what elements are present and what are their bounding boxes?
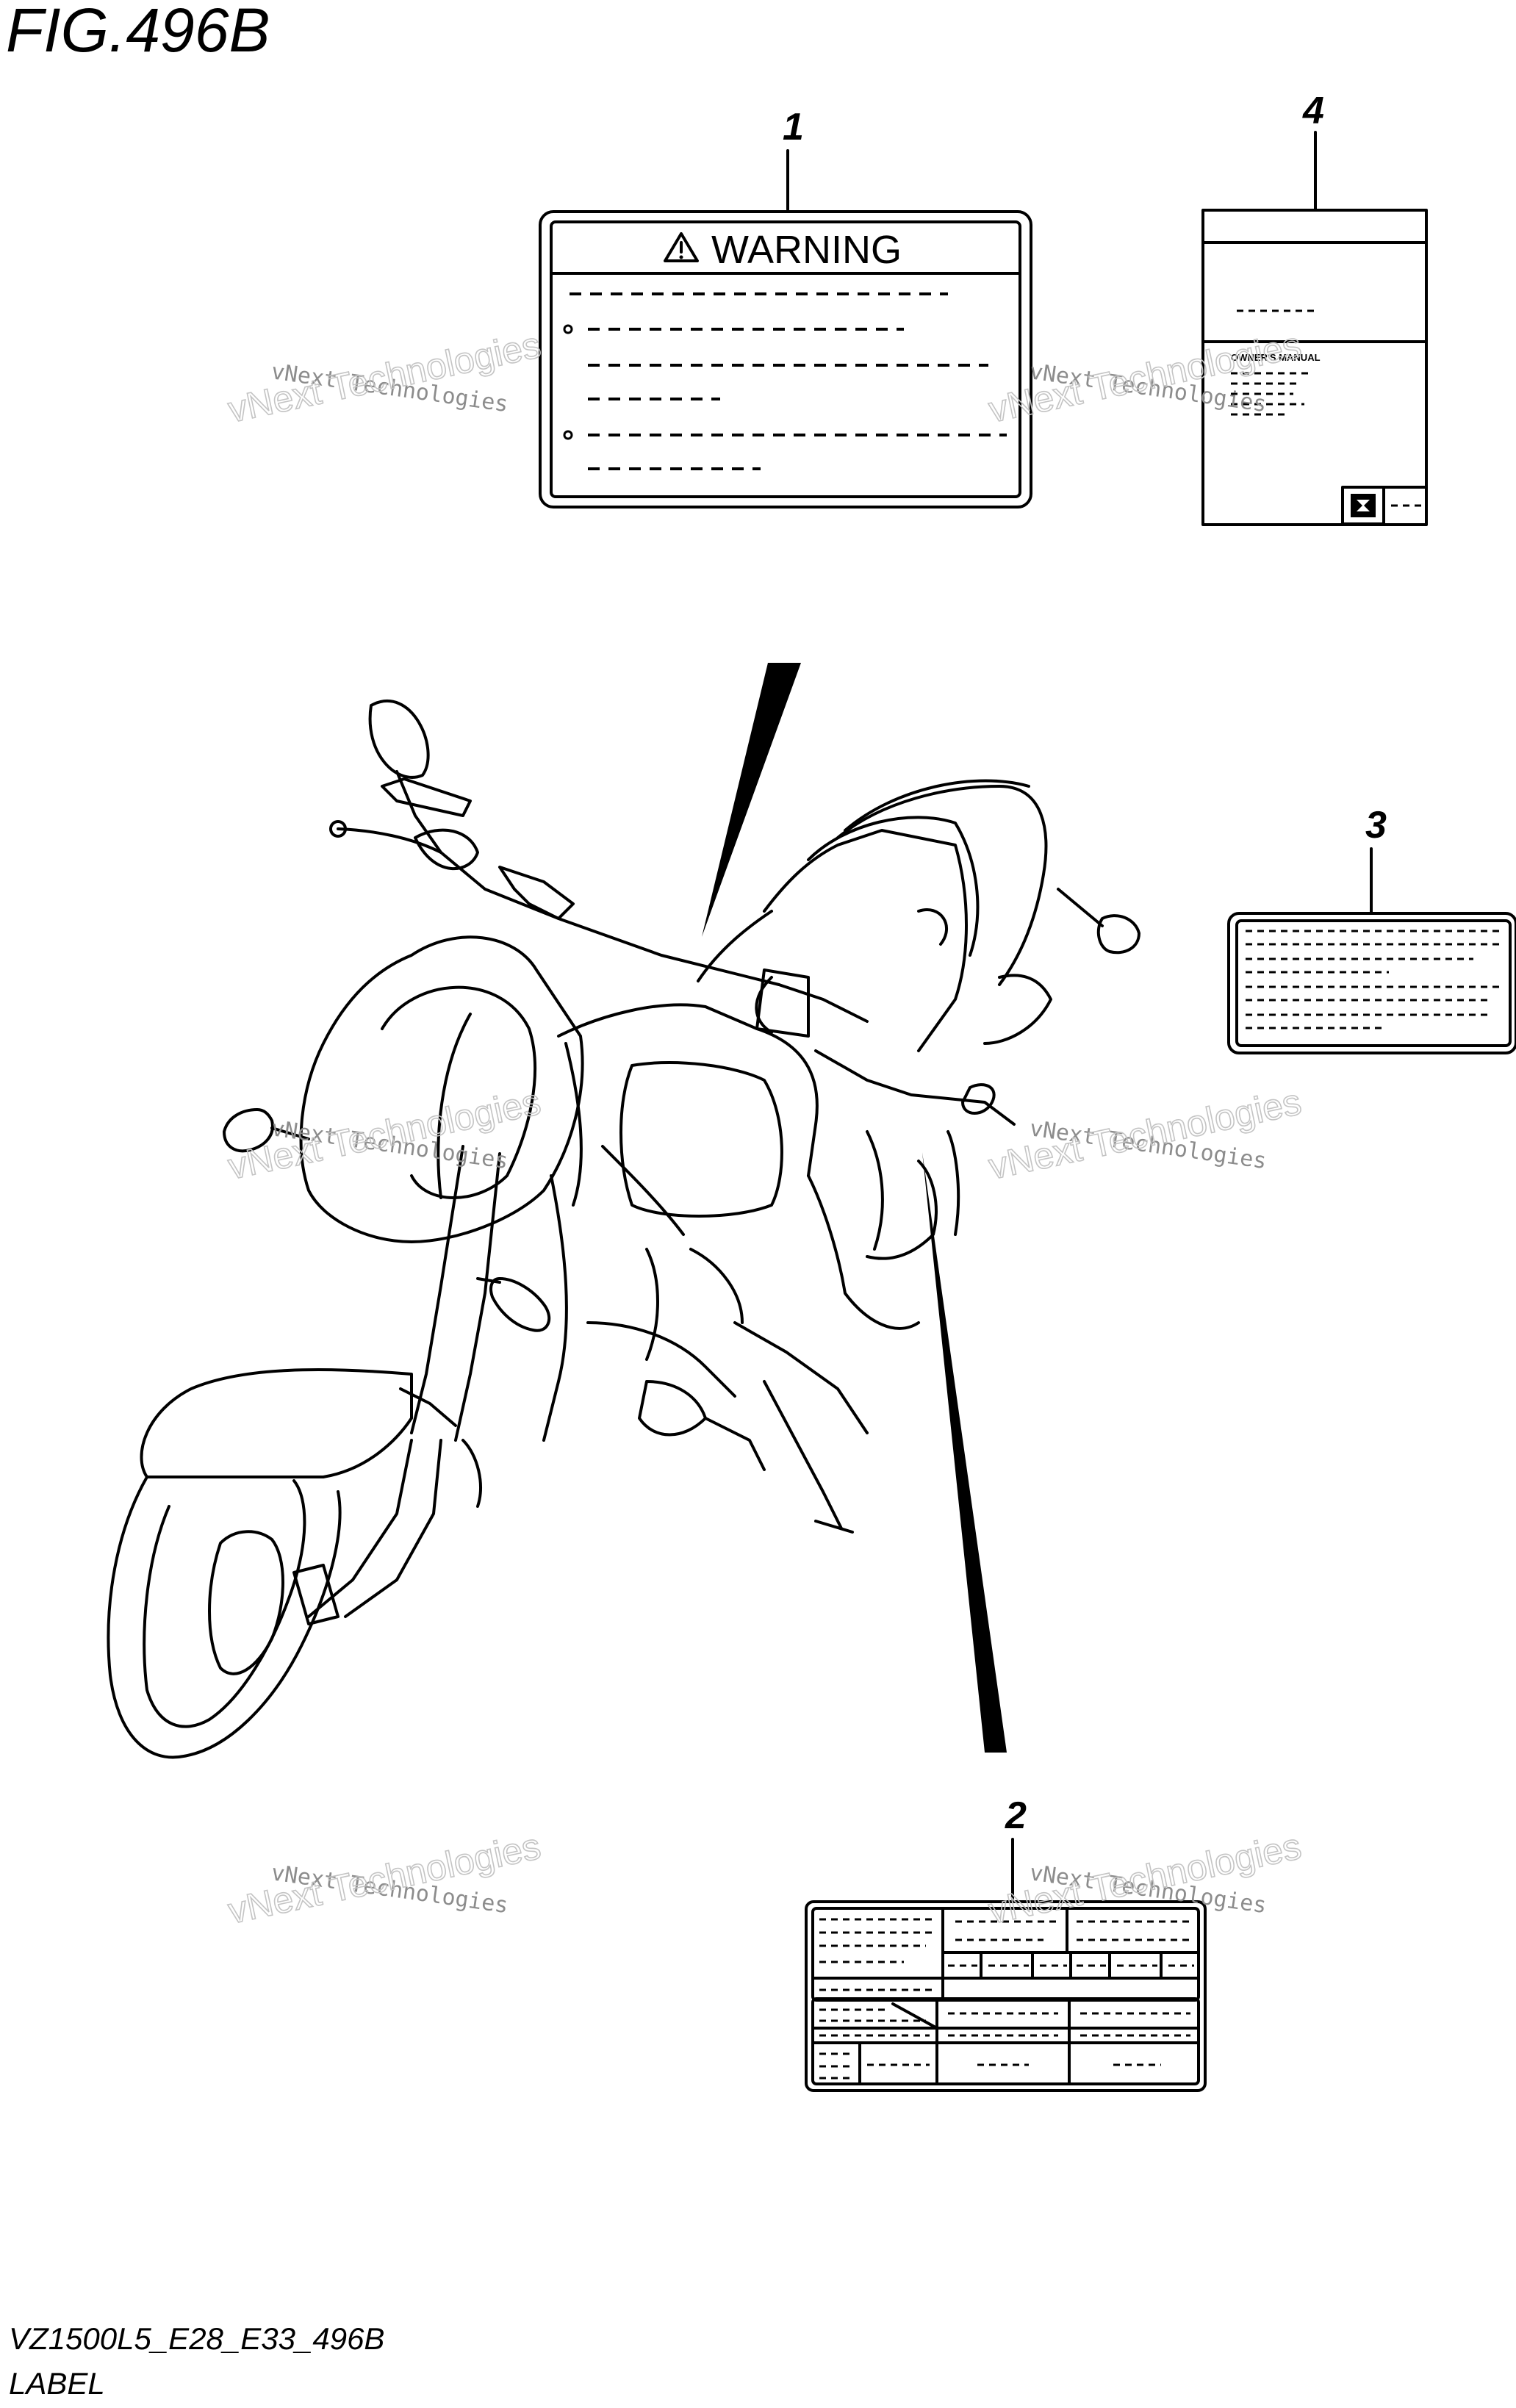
label-1-warning: 1 WARNING xyxy=(539,106,1032,508)
watermark-4: vNext Technologies vNext Technologies xyxy=(985,1080,1305,1187)
warning-triangle-icon xyxy=(664,232,699,262)
figure-code: VZ1500L5_E28_E33_496B xyxy=(9,2321,384,2356)
watermark-2: vNext Technologies vNext Technologies xyxy=(985,323,1305,431)
label-4-owners-manual: 4 OWNER'S MANUAL xyxy=(1201,90,1428,526)
label-2: 2 xyxy=(805,1794,1207,2092)
figure-title: FIG.496B xyxy=(6,0,270,65)
watermark-3: vNext Technologies vNext Technologies xyxy=(224,1080,545,1187)
brand-logo-icon xyxy=(1351,494,1376,517)
callout-number-4: 4 xyxy=(1302,90,1324,132)
callout-number-1: 1 xyxy=(783,106,804,148)
watermark-6: vNext Technologies vNext Technologies xyxy=(985,1825,1305,1932)
pointer-label-1 xyxy=(702,663,801,937)
callout-number-2: 2 xyxy=(1005,1794,1027,1837)
warning-heading: WARNING xyxy=(711,228,902,272)
watermark-5: vNext Technologies vNext Technologies xyxy=(224,1825,545,1932)
watermark-1: vNext Technologies vNext Technologies xyxy=(224,323,545,431)
label-3: 3 xyxy=(1227,804,1516,1054)
callout-number-3: 3 xyxy=(1365,804,1387,847)
figure-caption: LABEL xyxy=(9,2366,105,2401)
pointer-label-2 xyxy=(922,1152,1007,1753)
owners-manual-text: OWNER'S MANUAL xyxy=(1231,352,1321,363)
motorcycle-illustration xyxy=(107,699,1140,1759)
